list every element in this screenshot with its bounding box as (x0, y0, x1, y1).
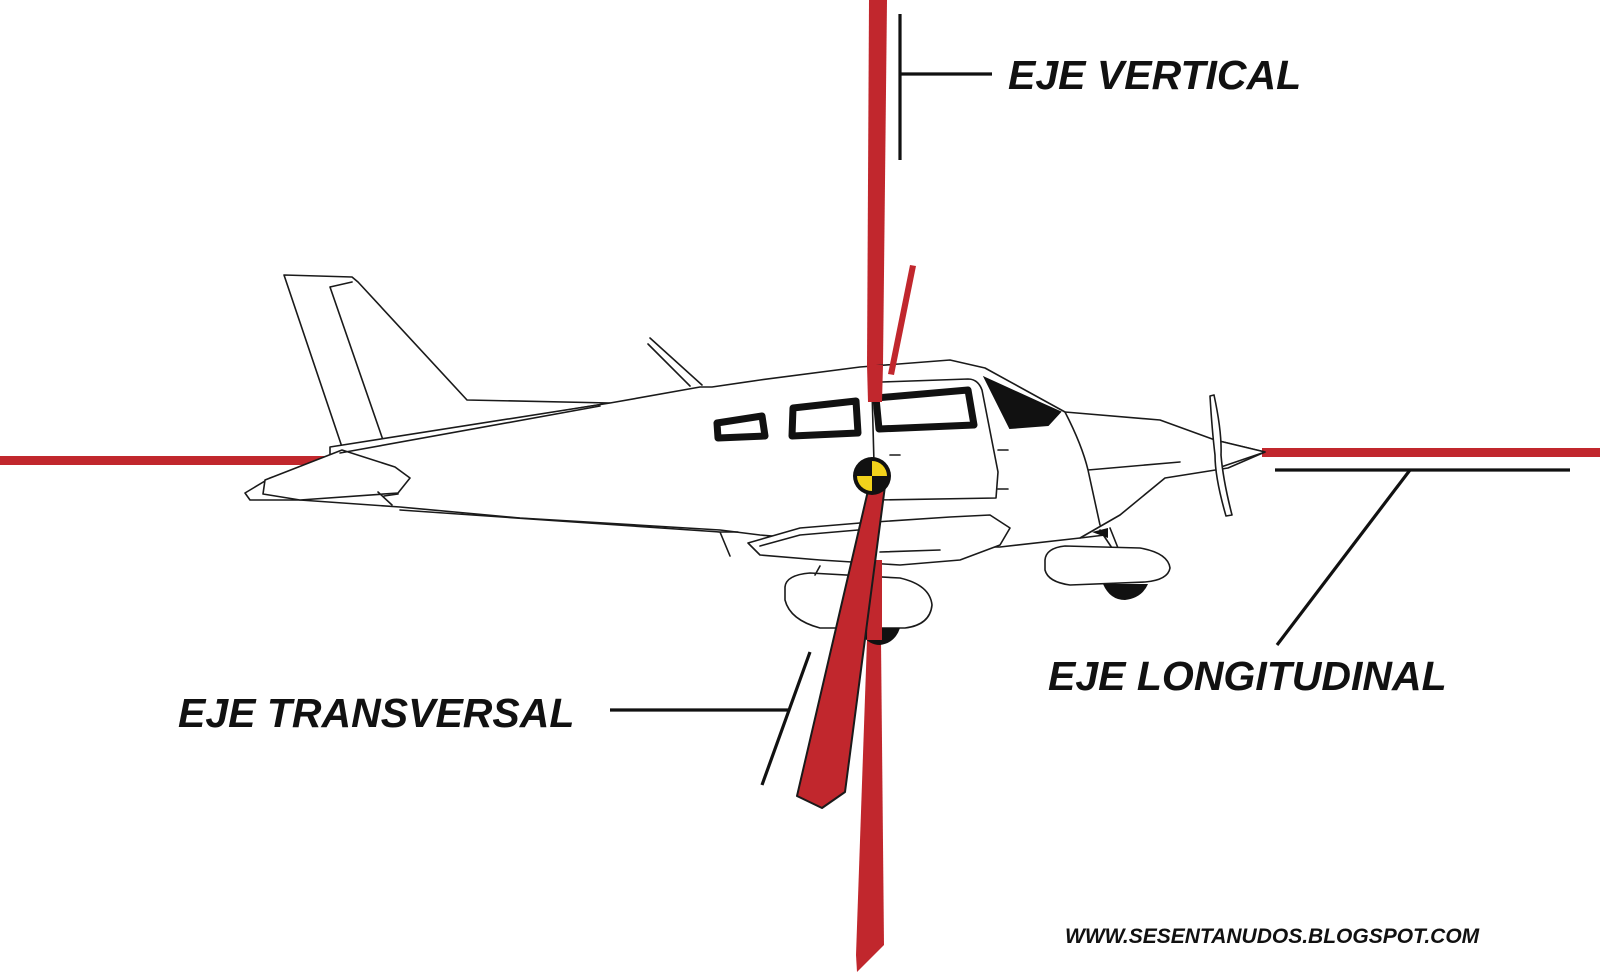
propeller (1209, 394, 1233, 517)
longitudinal-leader (1275, 468, 1570, 646)
vertical-axis (856, 0, 887, 972)
wing (747, 514, 1011, 566)
vertical-axis-label: EJE VERTICAL (1008, 52, 1301, 98)
door-handle (889, 449, 1009, 490)
windshield (982, 375, 1062, 430)
nose-wheel (1103, 584, 1148, 600)
door-window (872, 386, 978, 433)
middle-window (788, 397, 862, 440)
vertical-leader (898, 14, 992, 160)
rudder-line (329, 281, 385, 444)
belly-line (339, 405, 739, 557)
antenna (647, 337, 703, 387)
stabilizer-hinge (377, 491, 399, 506)
wing-detail (759, 529, 941, 553)
center-of-gravity-icon (853, 457, 891, 495)
website-credit: WWW.SESENTANUDOS.BLOGSPOT.COM (1065, 925, 1480, 948)
airplane-side-view (244, 274, 1266, 645)
nose-gear-link (1092, 528, 1108, 538)
nose-gear-fairing (1044, 545, 1171, 586)
longitudinal-axis-label: EJE LONGITUDINAL (1048, 653, 1447, 699)
horizontal-stabilizer (262, 449, 411, 501)
cowling (1064, 411, 1181, 539)
transversal-leader (610, 651, 812, 786)
transversal-axis-label: EJE TRANSVERSAL (178, 690, 574, 736)
rear-window (713, 412, 769, 442)
longitudinal-axis (0, 448, 1600, 465)
